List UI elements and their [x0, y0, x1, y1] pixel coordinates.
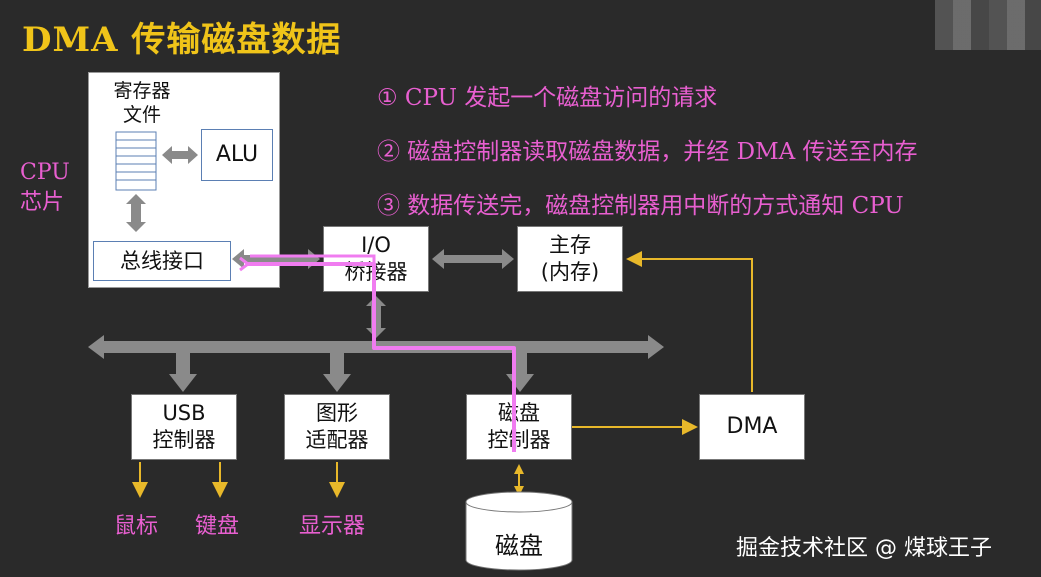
alu-box: ALU [201, 129, 273, 181]
mouse-label: 鼠标 [114, 514, 159, 539]
bus-disk-controller-arrow [506, 353, 534, 392]
graphics-adapter-box: 图形 适配器 [284, 394, 390, 460]
register-bus-interface-arrow [126, 194, 146, 232]
step-3: ③ 数据传送完，磁盘控制器用中断的方式通知 CPU [377, 193, 904, 219]
cpu-chip-label: CPU 芯片 [20, 160, 70, 215]
dma-box: DMA [699, 394, 805, 460]
step-2: ② 磁盘控制器读取磁盘数据，并经 DMA 传送至内存 [377, 139, 918, 165]
register-alu-arrow [162, 146, 198, 164]
keyboard-label: 键盘 [195, 514, 240, 539]
disk-label: 磁盘 [495, 532, 543, 560]
blurred-region [935, 0, 1041, 50]
disk-controller-box: 磁盘 控制器 [466, 394, 572, 460]
usb-controller-box: USB 控制器 [131, 394, 237, 460]
page-title: DMA 传输磁盘数据 [22, 20, 342, 60]
cpu-bridge-arrow [232, 249, 320, 269]
main-memory-box: 主存 (内存) [517, 226, 623, 292]
pink-interrupt-path [239, 254, 516, 452]
bus-interface-box: 总线接口 [93, 241, 231, 281]
disk-cylinder [465, 491, 573, 571]
step-1: ① CPU 发起一个磁盘访问的请求 [377, 85, 718, 111]
register-file-label: 寄存器 文件 [113, 80, 171, 126]
gold-arrows [132, 251, 753, 498]
register-file-stack [115, 131, 157, 191]
bus-graphics-arrow [323, 353, 351, 392]
watermark: 掘金技术社区 @ 煤球王子 [736, 536, 992, 561]
display-label: 显示器 [299, 514, 366, 539]
bus-usb-arrow [169, 353, 197, 392]
dma-memory-arrow [626, 251, 753, 392]
bridge-memory-arrow [432, 249, 514, 269]
